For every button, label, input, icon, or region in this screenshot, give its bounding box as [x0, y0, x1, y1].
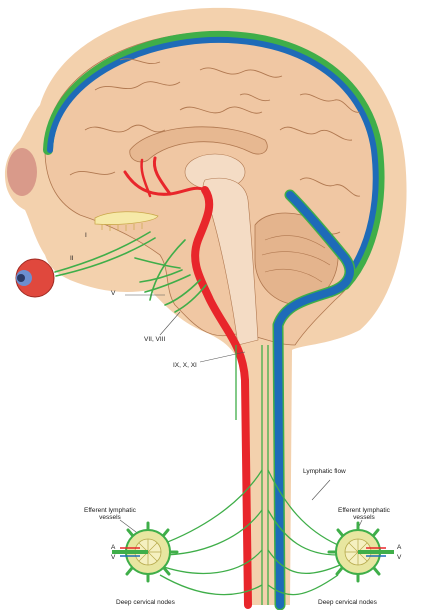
- cerebral-artery-branch-2: [152, 156, 172, 196]
- label-nerve-v: V: [111, 290, 116, 297]
- label-artery-right: A: [397, 544, 402, 551]
- pupil: [17, 274, 25, 282]
- cranial-nerve-lymphatics: [54, 231, 207, 313]
- deep-cervical-node-left: [112, 521, 179, 583]
- leader-lines: [119, 294, 363, 536]
- label-nerve-vii-viii: VII, VIII: [144, 336, 166, 343]
- label-lymphatic-flow: Lymphatic flow: [303, 468, 346, 475]
- cervical-lymphatic-vessels: [157, 345, 341, 605]
- label-deep-nodes-left: Deep cervical nodes: [116, 599, 175, 606]
- label-efferent-right-line1: Efferent lymphatic: [338, 507, 390, 514]
- internal-carotid-artery: [191, 186, 252, 609]
- label-nerve-ix-x-xi: IX, X, XI: [173, 362, 197, 369]
- label-nerve-i: I: [85, 232, 87, 239]
- label-vein-left: V: [111, 554, 116, 561]
- label-artery-left: A: [111, 544, 116, 551]
- label-efferent-right: Efferent lymphatic vessels: [338, 507, 390, 522]
- internal-jugular-vein: [274, 191, 354, 609]
- cerebellum-folia: [261, 235, 331, 283]
- cerebral-artery-branch-3: [140, 158, 152, 198]
- label-efferent-right-line2: vessels: [353, 513, 375, 521]
- cerebellum: [254, 212, 339, 306]
- label-efferent-left: Efferent lymphatic vessels: [84, 507, 136, 522]
- corpus-callosum: [129, 126, 268, 163]
- label-efferent-left-line1: Efferent lymphatic: [84, 507, 136, 514]
- label-efferent-left-line2: vessels: [99, 513, 121, 521]
- deep-cervical-node-right: [327, 521, 394, 583]
- olfactory-fibers: [101, 223, 143, 231]
- label-deep-nodes-right: Deep cervical nodes: [318, 599, 377, 606]
- brain-gyri: [69, 58, 361, 235]
- olfactory-bulb: [94, 211, 159, 225]
- nasal-region: [7, 148, 37, 196]
- label-vein-right: V: [397, 554, 402, 561]
- meningeal-lymphatic-layer: [43, 30, 385, 290]
- label-nerve-ii: II: [70, 255, 74, 262]
- superior-sagittal-sinus: [47, 36, 379, 278]
- node-vessels: [120, 547, 386, 557]
